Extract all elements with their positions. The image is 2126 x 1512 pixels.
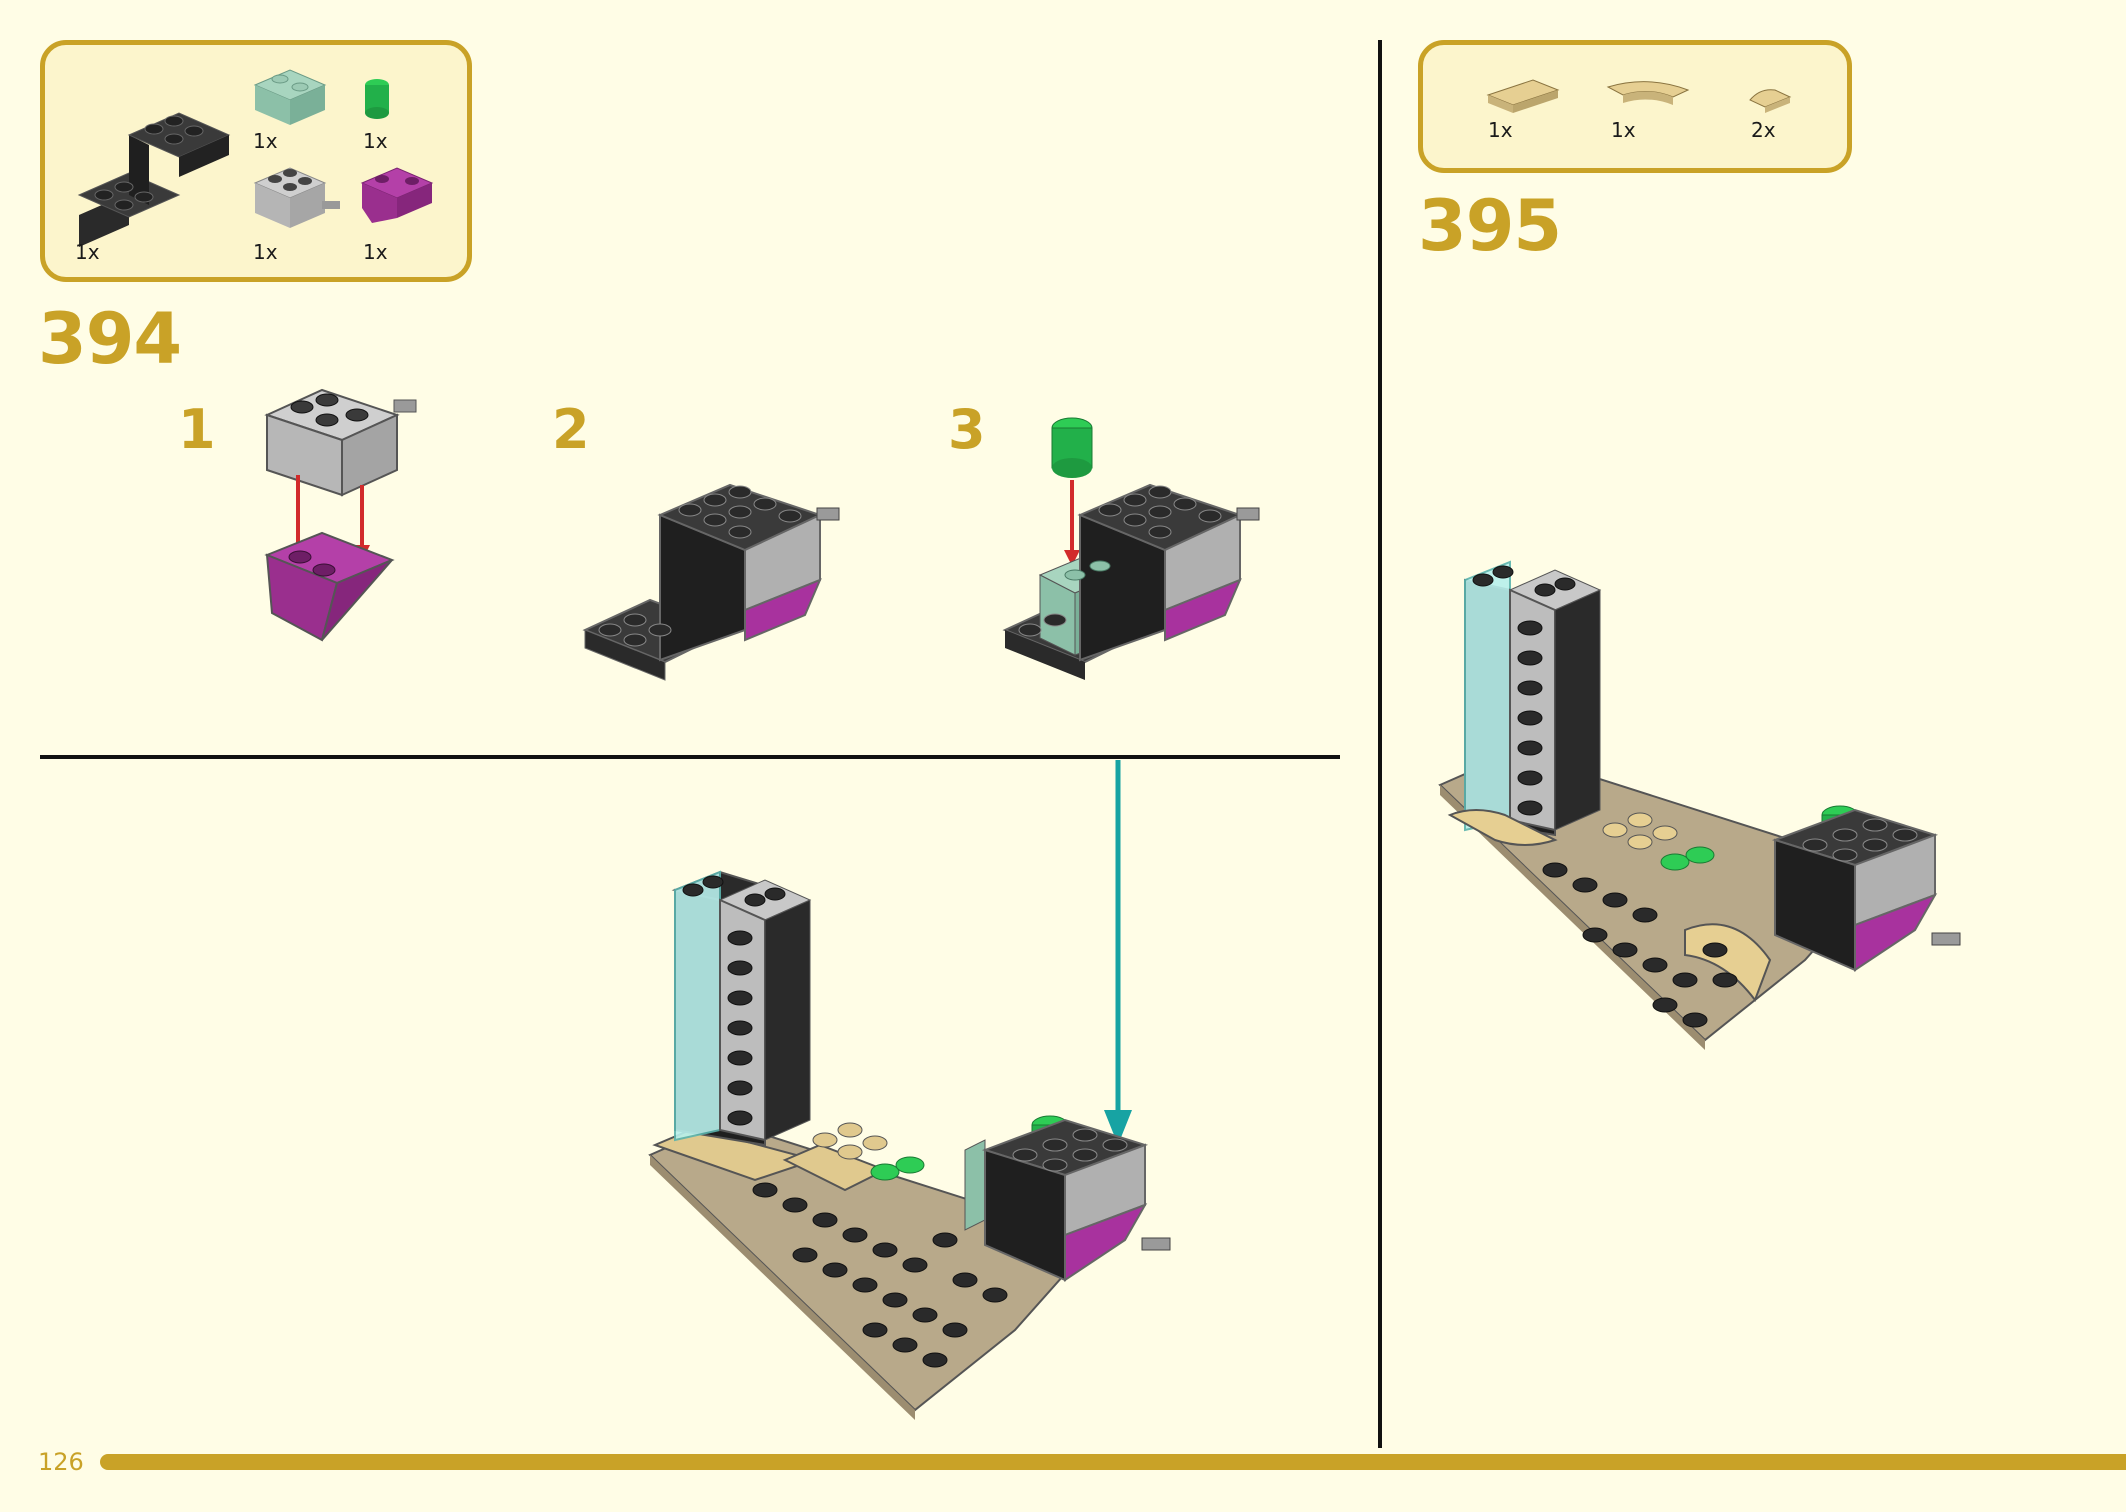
step-number-394: 394 bbox=[38, 298, 182, 380]
sand-green-brick-part bbox=[253, 69, 327, 125]
part-qty: 2x bbox=[1751, 118, 1776, 142]
tan-quarter-tile-part bbox=[1749, 89, 1792, 113]
substep-1-illustration bbox=[264, 388, 417, 642]
horizontal-divider bbox=[40, 755, 1340, 759]
page-number: 126 bbox=[38, 1448, 84, 1476]
teal-placement-arrow bbox=[1104, 760, 1132, 1145]
substep-number-1: 1 bbox=[178, 398, 216, 461]
step-number-395: 395 bbox=[1418, 185, 1562, 267]
tan-tile-part bbox=[1486, 79, 1560, 113]
part-qty: 1x bbox=[363, 129, 388, 153]
parts-box-step-395: 1x 1x 2x bbox=[1418, 40, 1852, 173]
black-bracket-part bbox=[77, 112, 231, 247]
tan-curved-tile-part bbox=[1606, 81, 1690, 105]
substep-2-illustration bbox=[582, 483, 840, 681]
substep-number-2: 2 bbox=[552, 398, 590, 461]
gray-brick-with-pin-part bbox=[253, 167, 340, 228]
part-qty: 1x bbox=[253, 240, 278, 264]
green-round-part bbox=[365, 79, 389, 119]
step-395-main-assembly bbox=[1438, 560, 1961, 1050]
part-qty: 1x bbox=[1611, 118, 1636, 142]
part-qty: 1x bbox=[363, 240, 388, 264]
parts-box-step-394: 1x 1x 1x 1x 1x bbox=[40, 40, 472, 282]
part-qty: 1x bbox=[75, 240, 100, 264]
vertical-divider bbox=[1378, 40, 1382, 1448]
substep-3-illustration bbox=[1002, 417, 1260, 680]
step-394-main-assembly bbox=[648, 870, 1171, 1420]
part-qty: 1x bbox=[1488, 118, 1513, 142]
part-qty: 1x bbox=[253, 129, 278, 153]
footer-bar bbox=[100, 1454, 2126, 1470]
substep-number-3: 3 bbox=[948, 398, 986, 461]
magenta-slope-part bbox=[360, 167, 434, 223]
